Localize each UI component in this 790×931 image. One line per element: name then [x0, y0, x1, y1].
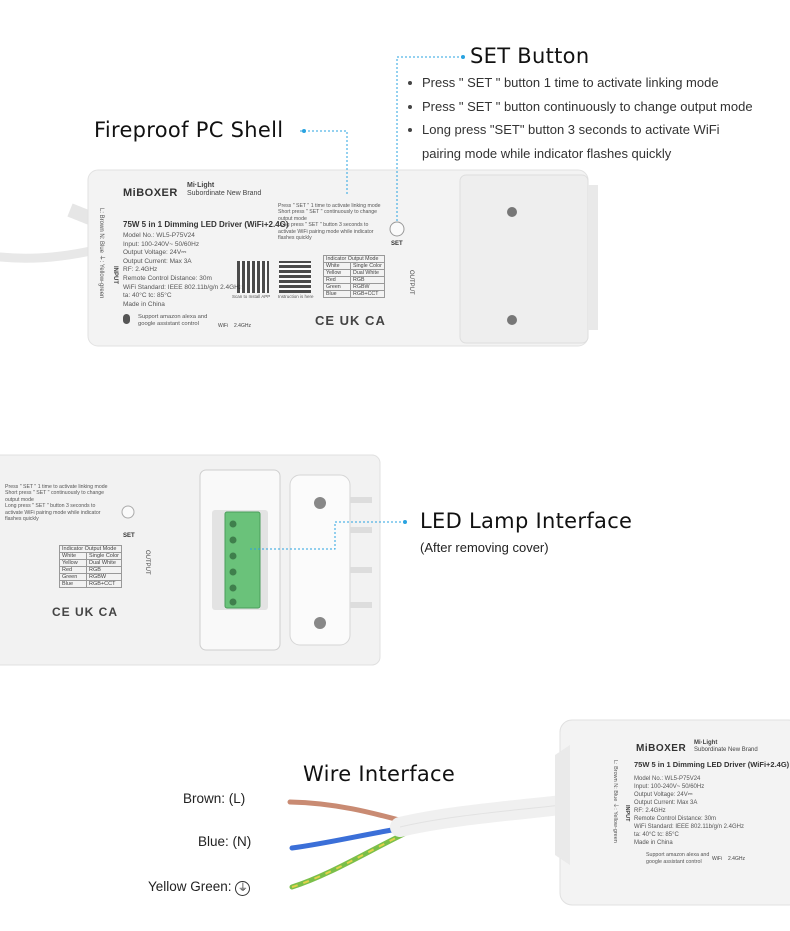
- top-instructions: Press " SET " 1 time to activate linking…: [278, 203, 381, 242]
- middle-set-label: SET: [123, 533, 135, 539]
- top-voice-text: Support amazon alexa and google assistan…: [138, 314, 208, 327]
- bottom-driver-image: [287, 719, 790, 906]
- top-wifi-label: WiFi: [218, 323, 228, 329]
- wire-interface-title: Wire Interface: [303, 762, 456, 786]
- top-specs: Model No.: WL5-P75V24 Input: 100-240V~ 5…: [123, 232, 243, 308]
- set-bullet-4: pairing mode while indicator flashes qui…: [422, 145, 672, 161]
- top-set-label: SET: [391, 241, 403, 247]
- set-bullet-2: Press " SET " button continuously to cha…: [408, 95, 753, 119]
- set-bullet-3: Long press "SET" button 3 seconds to act…: [408, 118, 753, 142]
- set-bullet-1: Press " SET " button 1 time to activate …: [408, 71, 753, 95]
- top-sub-brand: Mi·Light Subordinate New Brand: [187, 182, 262, 197]
- qr-code-app: [237, 261, 269, 293]
- middle-instructions: Press " SET " 1 time to activate linking…: [5, 484, 108, 523]
- top-cert-marks: CE UK CA: [315, 313, 386, 328]
- set-callout-line: [300, 55, 465, 222]
- set-button-title: SET Button: [470, 44, 590, 68]
- ground-icon: ⏚: [235, 881, 251, 896]
- bottom-ghz-label: 2.4GHz: [728, 856, 745, 862]
- qr-code-instruction: [279, 261, 311, 293]
- bottom-input-pins: L: Brown N: Blue ⏚: Yellow-green: [612, 760, 618, 843]
- bottom-specs: Model No.: WL5-P75V24 Input: 100-240V~ 5…: [634, 776, 744, 846]
- bottom-product-title: 75W 5 in 1 Dimming LED Driver (WiFi+2.4G…: [634, 760, 790, 769]
- qr-label-app: Scan to Install APP: [232, 294, 271, 299]
- top-brand: MiBOXER: [123, 187, 178, 199]
- qr-label-instruction: Instruction is here: [278, 294, 314, 299]
- led-callout-line: [250, 520, 407, 550]
- led-interface-title: LED Lamp Interface: [420, 509, 633, 533]
- top-ghz-label: 2.4GHz: [234, 323, 251, 329]
- top-product-title: 75W 5 in 1 Dimming LED Driver (WiFi+2.4G…: [123, 220, 289, 229]
- bottom-brand: MiBOXER: [636, 743, 687, 754]
- wire-brown-label: Brown: (L): [183, 791, 246, 806]
- set-button-bullets: Press " SET " button 1 time to activate …: [408, 71, 753, 165]
- fireproof-title: Fireproof PC Shell: [94, 118, 284, 142]
- bottom-sub-brand: Mi·Light Subordinate New Brand: [694, 740, 758, 753]
- middle-driver-image: [0, 454, 381, 666]
- top-output-label: OUTPUT: [408, 270, 414, 295]
- bottom-wifi-label: WiFi: [712, 856, 722, 862]
- middle-cert-marks: CE UK CA: [52, 605, 119, 619]
- bottom-voice-text: Support amazon alexa and google assistan…: [646, 852, 710, 865]
- mic-icon: [123, 314, 130, 324]
- top-input-label: INPUT: [112, 266, 118, 284]
- led-interface-subtitle: (After removing cover): [420, 540, 549, 555]
- wire-yellow-green-label: Yellow Green: ⏚: [148, 879, 251, 896]
- wire-blue-label: Blue: (N): [198, 834, 252, 849]
- bottom-input-label: INPUT: [624, 805, 630, 822]
